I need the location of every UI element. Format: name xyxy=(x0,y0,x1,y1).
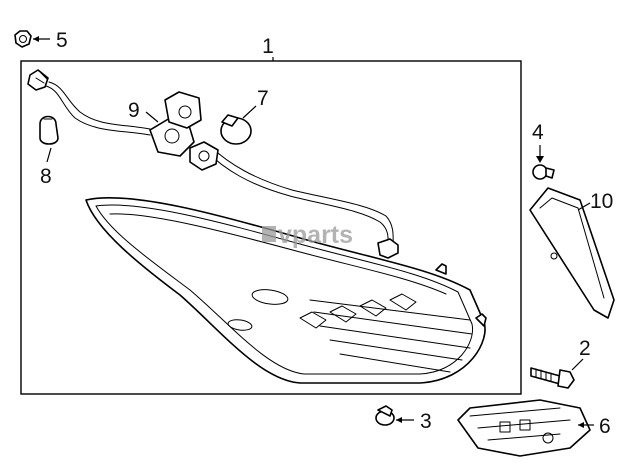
bolt-2-icon xyxy=(530,367,575,389)
callout-1[interactable]: 1 xyxy=(262,35,274,61)
callout-2-leader xyxy=(571,358,584,371)
trim-cover-10-icon xyxy=(529,187,615,319)
callout-7[interactable]: 7 xyxy=(242,87,269,119)
clip-4-icon xyxy=(532,164,555,180)
callout-7-leader xyxy=(242,105,257,119)
callout-3-label: 3 xyxy=(420,410,432,433)
callout-9-label: 9 xyxy=(128,99,140,122)
wire-harness xyxy=(27,69,399,259)
callout-1-label: 1 xyxy=(262,35,274,58)
callout-8-label: 8 xyxy=(40,165,52,188)
callout-10[interactable]: 10 xyxy=(577,190,613,213)
bulb-7-icon xyxy=(220,114,252,145)
callout-4-label: 4 xyxy=(532,121,544,144)
callout-2[interactable]: 2 xyxy=(571,337,591,371)
callout-6-label: 6 xyxy=(599,415,611,438)
callout-3[interactable]: 3 xyxy=(396,410,432,433)
callout-5-arrow xyxy=(33,36,39,42)
callout-3-arrow xyxy=(396,417,402,423)
callout-2-label: 2 xyxy=(579,337,591,360)
callout-7-label: 7 xyxy=(257,87,269,110)
callout-9-leader xyxy=(145,111,159,123)
callout-8-leader xyxy=(46,147,52,163)
nut-5-icon xyxy=(14,30,32,48)
callout-8[interactable]: 8 xyxy=(40,147,52,188)
callout-6[interactable]: 6 xyxy=(578,415,611,438)
callout-10-label: 10 xyxy=(590,190,613,213)
callout-5[interactable]: 5 xyxy=(14,29,68,52)
vparts-logo-mark-icon xyxy=(262,226,276,242)
fastener-3-icon xyxy=(375,405,395,426)
callout-4[interactable]: 4 xyxy=(532,121,544,163)
callout-10-leader xyxy=(577,202,591,211)
bracket-6-icon xyxy=(457,399,591,457)
bulb-8-icon xyxy=(39,115,59,145)
callout-4-arrow xyxy=(536,156,544,163)
tail-lamp-housing xyxy=(85,196,487,384)
callout-6-arrow xyxy=(578,422,584,428)
callout-9[interactable]: 9 xyxy=(128,99,159,123)
callout-5-label: 5 xyxy=(56,29,68,52)
vparts-watermark: vparts xyxy=(262,221,353,249)
watermark-text: vparts xyxy=(278,221,353,249)
assembly-frame xyxy=(20,60,522,395)
bulb-socket-9-icon xyxy=(149,91,219,171)
